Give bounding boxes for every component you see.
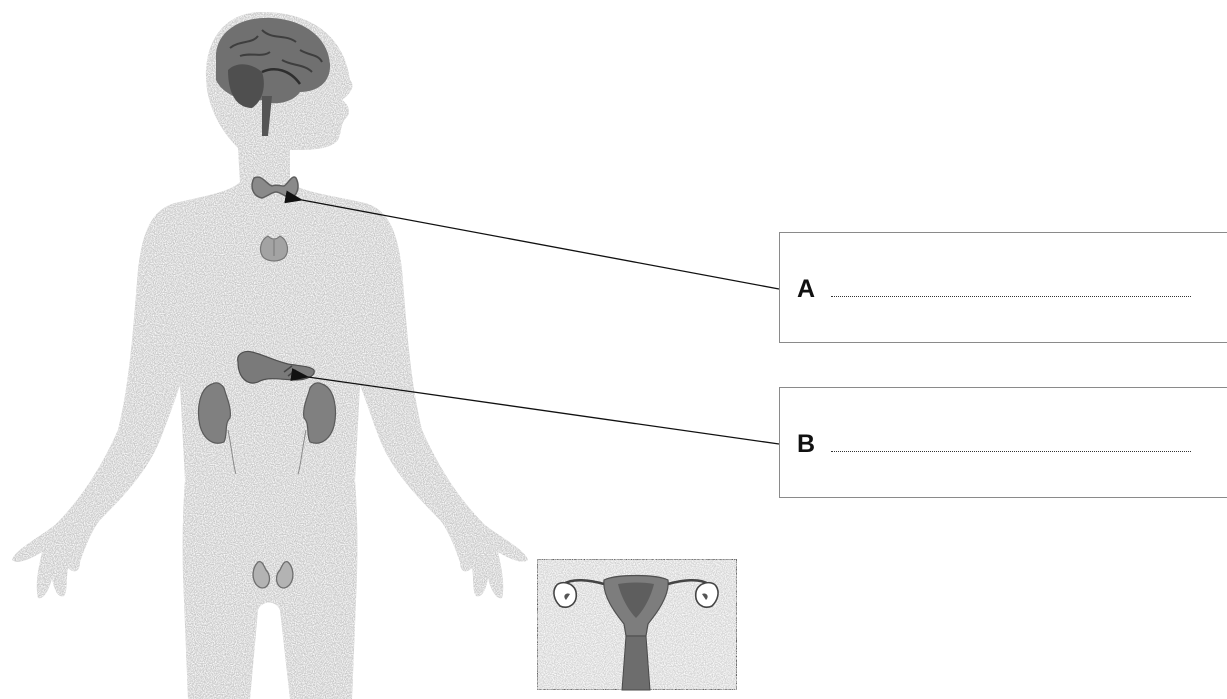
answer-line-b[interactable] <box>831 451 1191 452</box>
label-box-b: B <box>779 387 1227 498</box>
label-letter-b: B <box>797 430 831 459</box>
answer-line-a[interactable] <box>831 296 1191 297</box>
label-letter-a: A <box>797 275 831 304</box>
label-row-a: A <box>797 275 1191 304</box>
thymus-icon <box>261 236 288 261</box>
female-reproductive-inset <box>537 559 737 690</box>
label-box-a: A <box>779 232 1227 343</box>
label-row-b: B <box>797 430 1191 459</box>
